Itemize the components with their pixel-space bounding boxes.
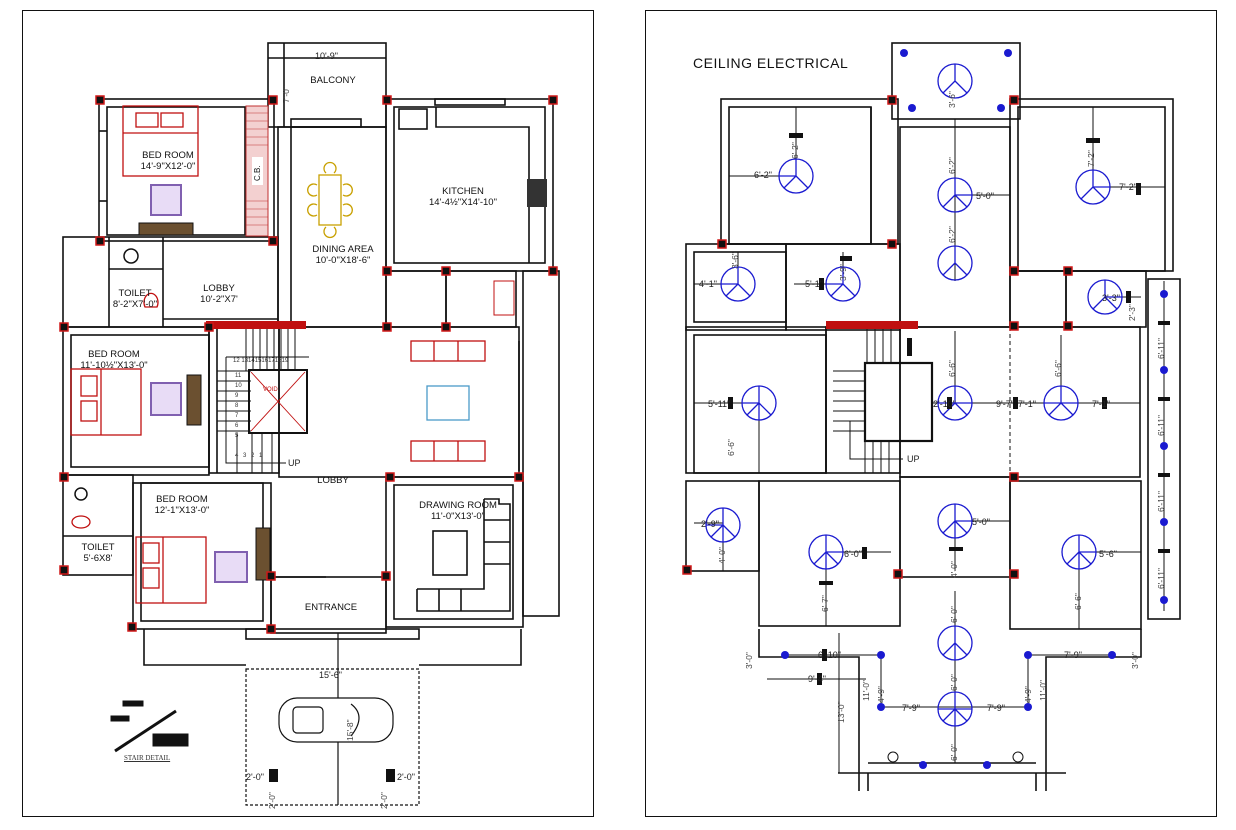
dim-lobby1-h: 5'-1": [805, 279, 823, 289]
dim-side-2: 6'-11": [1156, 414, 1166, 436]
room-label-entrance: ENTRANCE: [304, 602, 358, 613]
dim-living-h1: 7'-1": [1018, 399, 1036, 409]
stair-up-label-electrical: UP: [907, 454, 920, 464]
dim-bed1-v: 6'-2": [790, 142, 800, 159]
dim-post-left-v: 2'-0": [267, 792, 277, 809]
dim-lobby2-h: 5'-0": [972, 517, 990, 527]
stair-numbers-bottom: 4 3 2 1: [235, 453, 263, 459]
dim-porch-l-v: 4'-9": [876, 686, 886, 703]
dim-toilet1-v: 3'-6": [730, 252, 740, 269]
room-label-balcony: BALCONY: [310, 75, 356, 86]
stair-detail-caption: STAIR DETAIL: [124, 754, 171, 762]
dim-ent-v3: 6'-0": [949, 744, 959, 761]
dim-lobby2-v: 4'-0": [949, 561, 959, 578]
room-label-lobby-2: LOBBY: [317, 475, 349, 486]
dim-car-length: 15'-8": [345, 719, 355, 741]
dim-side-1: 6'-11": [1156, 337, 1166, 359]
dim-lobby1-v: 3'-9": [838, 264, 848, 281]
dim-balcony-depth: 7'-0": [281, 86, 291, 103]
dim-parking-width: 15'-6": [319, 670, 342, 680]
dim-porch-r-v2: 11'-0": [1038, 679, 1048, 701]
ceiling-fan-icons: [705, 63, 1123, 727]
dim-porch-r-side: 3'-0": [1130, 652, 1140, 669]
cupboard-label: C.B.: [253, 165, 262, 181]
dim-bed2-v: 6'-6": [726, 439, 736, 456]
dim-hall-h2: 9'-7": [996, 399, 1014, 409]
dim-porch-r-h: 7'-9": [1064, 650, 1082, 660]
ceiling-electrical-sheet: CEILING ELECTRICAL: [645, 10, 1217, 817]
dim-porch-l-side: 3'-0": [744, 652, 754, 669]
void-label: VOID: [263, 387, 278, 393]
dim-bed1-h: 6'-2": [754, 170, 772, 180]
dim-wash-v: 2'-3": [1127, 304, 1137, 321]
dim-post-right-h: 2'-0": [397, 772, 415, 782]
dim-toilet2-v: 4'-0": [717, 547, 727, 564]
dim-ent-l-h: 7'-9": [902, 703, 920, 713]
dim-living-v: 6'-6": [1053, 360, 1063, 377]
dim-porch-l-v3: 11'-0": [861, 679, 871, 701]
dim-kitchen-v: 7'-2": [1086, 150, 1096, 167]
ceiling-electrical-title: CEILING ELECTRICAL: [693, 55, 849, 71]
dim-living-h2: 7'-1": [1092, 399, 1110, 409]
floor-plan-drawing: [59, 42, 560, 806]
dim-dining-v1: 6'-2": [947, 157, 957, 174]
dim-side-3: 6'-11": [1156, 490, 1166, 512]
dim-toilet1-h: 4'-1": [699, 279, 717, 289]
dim-side-4: 6'-11": [1156, 567, 1166, 589]
dim-toilet2-h: 2'-9": [701, 519, 719, 529]
dim-post-right-v: 2'-0": [379, 792, 389, 809]
dim-bed2-h: 5'-11": [708, 399, 731, 409]
ceiling-electrical-drawing: [682, 42, 1181, 791]
dim-bal-fan: 3'-6": [947, 91, 957, 108]
dim-dining-h: 5'-0": [976, 191, 994, 201]
dim-drawing-h: 5'-6": [1099, 549, 1117, 559]
dim-ent-v1: 6'-0": [949, 606, 959, 623]
dim-ent-r-h: 7'-9": [987, 703, 1005, 713]
dim-bed3-h: 6'-0": [844, 549, 862, 559]
dim-porch-l-v2: 13'-0": [836, 701, 846, 723]
dim-hall-v: 6'-6": [947, 360, 957, 377]
dim-dining-v2: 6'-2": [947, 226, 957, 243]
dim-ent-v2: 6'-0": [949, 674, 959, 691]
dim-drawing-v: 6'-6": [1073, 593, 1083, 610]
dim-porch-l-h2: 9'-4": [808, 674, 826, 684]
dim-balcony-width: 10'-9": [315, 51, 338, 61]
dim-porch-l-h: 6'-10": [818, 650, 841, 660]
dim-porch-r-v: 4'-9": [1023, 686, 1033, 703]
dim-wash-h: 3'-3": [1102, 293, 1120, 303]
dim-post-left-h: 2'-0": [246, 772, 264, 782]
stair-numbers-top: 12 13141516171819: [233, 358, 289, 364]
stair-up-label: UP: [288, 458, 301, 468]
dim-kitchen-h: 7'-2": [1119, 182, 1137, 192]
dim-bed3-v: 6'-7": [820, 595, 830, 612]
dim-hall-h1: 2'-10": [933, 399, 956, 409]
